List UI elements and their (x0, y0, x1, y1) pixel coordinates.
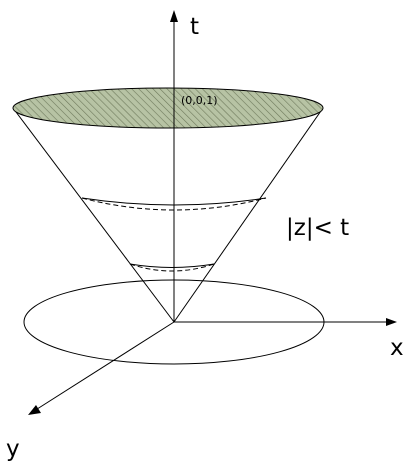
cone-cross-section-upper (81, 197, 267, 211)
x-axis-label: x (390, 335, 403, 361)
x-axis-arrowhead (386, 318, 397, 326)
inequality-label: |z|< t (286, 215, 349, 241)
y-axis-label: y (6, 436, 20, 462)
cone-side-left (12, 107, 175, 323)
t-axis-arrowhead (170, 10, 178, 22)
cone-top-disk (12, 87, 324, 129)
cone-cross-section-lower-front (129, 263, 215, 268)
y-axis-arrowhead (28, 405, 41, 415)
top-point-label: (0,0,1) (181, 94, 218, 107)
cone-side-right (173, 107, 324, 323)
cone-cross-section-lower (129, 263, 215, 272)
t-axis-label: t (190, 14, 199, 40)
y-axis-line (33, 321, 175, 412)
